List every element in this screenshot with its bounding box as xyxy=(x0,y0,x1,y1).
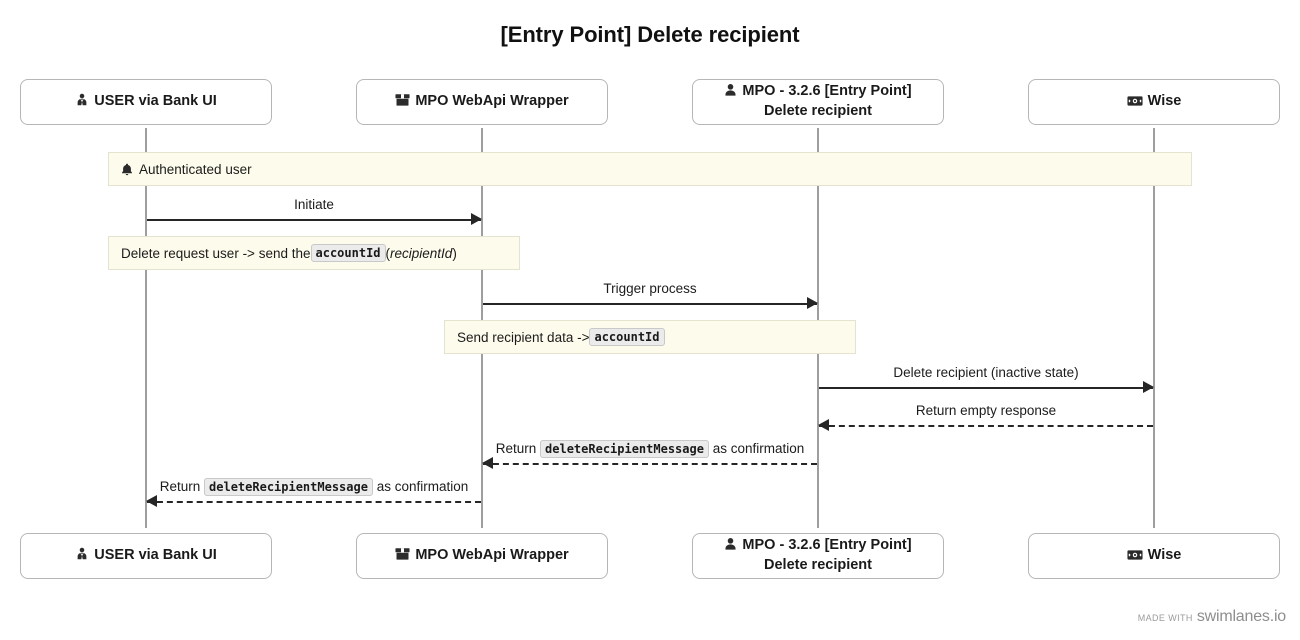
message-label: Return empty response xyxy=(915,403,1057,418)
message-label: Delete recipient (inactive state) xyxy=(893,365,1079,380)
note-text-italic: recipientId xyxy=(390,245,453,261)
participant-mpo-top[interactable]: MPO - 3.2.6 [Entry Point] Delete recipie… xyxy=(692,79,944,125)
note-text-before: Send recipient data -> xyxy=(457,329,590,345)
banknote-icon xyxy=(1127,549,1143,561)
participant-label: MPO WebApi Wrapper xyxy=(415,547,569,564)
note-text-paren-close: ) xyxy=(452,245,457,261)
message-line xyxy=(147,219,481,221)
page-title: [Entry Point] Delete recipient xyxy=(500,22,800,47)
message-label: Trigger process xyxy=(603,281,697,296)
message-return-confirmation-user: Return deleteRecipientMessage as confirm… xyxy=(146,478,481,512)
participant-wrapper-bottom[interactable]: MPO WebApi Wrapper xyxy=(356,533,608,579)
participant-user-top[interactable]: USER via Bank UI xyxy=(20,79,272,125)
user-tie-icon xyxy=(75,93,89,107)
message-trigger-process: Trigger process xyxy=(483,280,818,314)
message-initiate: Initiate xyxy=(147,196,482,230)
message-label-after: as confirmation xyxy=(708,441,805,456)
message-label: Return deleteRecipientMessage as confirm… xyxy=(483,440,817,458)
brand-footer[interactable]: Made with swimlanes.io xyxy=(1138,608,1286,626)
lifeline-wise xyxy=(1153,128,1155,528)
message-line xyxy=(819,387,1153,389)
participant-label: USER via Bank UI xyxy=(94,547,217,564)
note-code-accountid: accountId xyxy=(589,328,665,346)
person-icon xyxy=(724,83,737,97)
message-code-deleterecipientmessage: deleteRecipientMessage xyxy=(204,478,373,496)
message-label-before: Return xyxy=(495,441,541,456)
message-line xyxy=(819,425,1153,427)
made-with-label: Made with xyxy=(1137,613,1193,623)
note-text-before: Delete request user -> send the xyxy=(121,245,311,261)
participant-mpo-bottom[interactable]: MPO - 3.2.6 [Entry Point] Delete recipie… xyxy=(692,533,944,579)
participant-label: Wise xyxy=(1147,93,1182,110)
participant-label: USER via Bank UI xyxy=(94,93,217,110)
note-send-recipient-data: Send recipient data -> accountId xyxy=(444,320,856,354)
message-label: Return deleteRecipientMessage as confirm… xyxy=(147,478,481,496)
participant-label: Wise xyxy=(1147,547,1182,564)
participant-label: MPO - 3.2.6 [Entry Point] Delete recipie… xyxy=(742,83,912,119)
bell-icon xyxy=(121,163,133,176)
note-delete-request: Delete request user -> send the accountI… xyxy=(108,236,520,270)
box-icon xyxy=(395,547,410,561)
participant-user-bottom[interactable]: USER via Bank UI xyxy=(20,533,272,579)
lifeline-user xyxy=(145,128,147,528)
message-delete-recipient: Delete recipient (inactive state) xyxy=(819,364,1154,398)
arrowhead-left-icon xyxy=(818,419,829,431)
note-text: Authenticated user xyxy=(139,161,252,177)
participant-wise-top[interactable]: Wise xyxy=(1028,79,1280,125)
message-return-confirmation-mpo: Return deleteRecipientMessage as confirm… xyxy=(482,440,817,474)
message-label-after: as confirmation xyxy=(372,479,469,494)
message-line xyxy=(483,303,817,305)
note-text-paren-open: ( xyxy=(385,245,391,261)
participant-wise-bottom[interactable]: Wise xyxy=(1028,533,1280,579)
arrowhead-left-icon xyxy=(146,495,157,507)
arrowhead-right-icon xyxy=(1143,381,1154,393)
user-tie-icon xyxy=(75,547,89,561)
person-icon xyxy=(724,537,737,551)
participant-wrapper-top[interactable]: MPO WebApi Wrapper xyxy=(356,79,608,125)
message-code-deleterecipientmessage: deleteRecipientMessage xyxy=(540,440,709,458)
message-label: Initiate xyxy=(294,197,334,212)
note-code-accountid: accountId xyxy=(310,244,386,262)
arrowhead-right-icon xyxy=(471,213,482,225)
message-line xyxy=(147,501,481,503)
participant-label: MPO WebApi Wrapper xyxy=(415,93,569,110)
note-authenticated-user: Authenticated user xyxy=(108,152,1192,186)
arrowhead-right-icon xyxy=(807,297,818,309)
message-return-empty-response: Return empty response xyxy=(818,402,1153,436)
banknote-icon xyxy=(1127,95,1143,107)
participant-label: MPO - 3.2.6 [Entry Point] Delete recipie… xyxy=(742,537,912,573)
brand-name: swimlanes.io xyxy=(1196,608,1286,625)
box-icon xyxy=(395,93,410,107)
arrowhead-left-icon xyxy=(482,457,493,469)
message-line xyxy=(483,463,817,465)
message-label-before: Return xyxy=(159,479,205,494)
